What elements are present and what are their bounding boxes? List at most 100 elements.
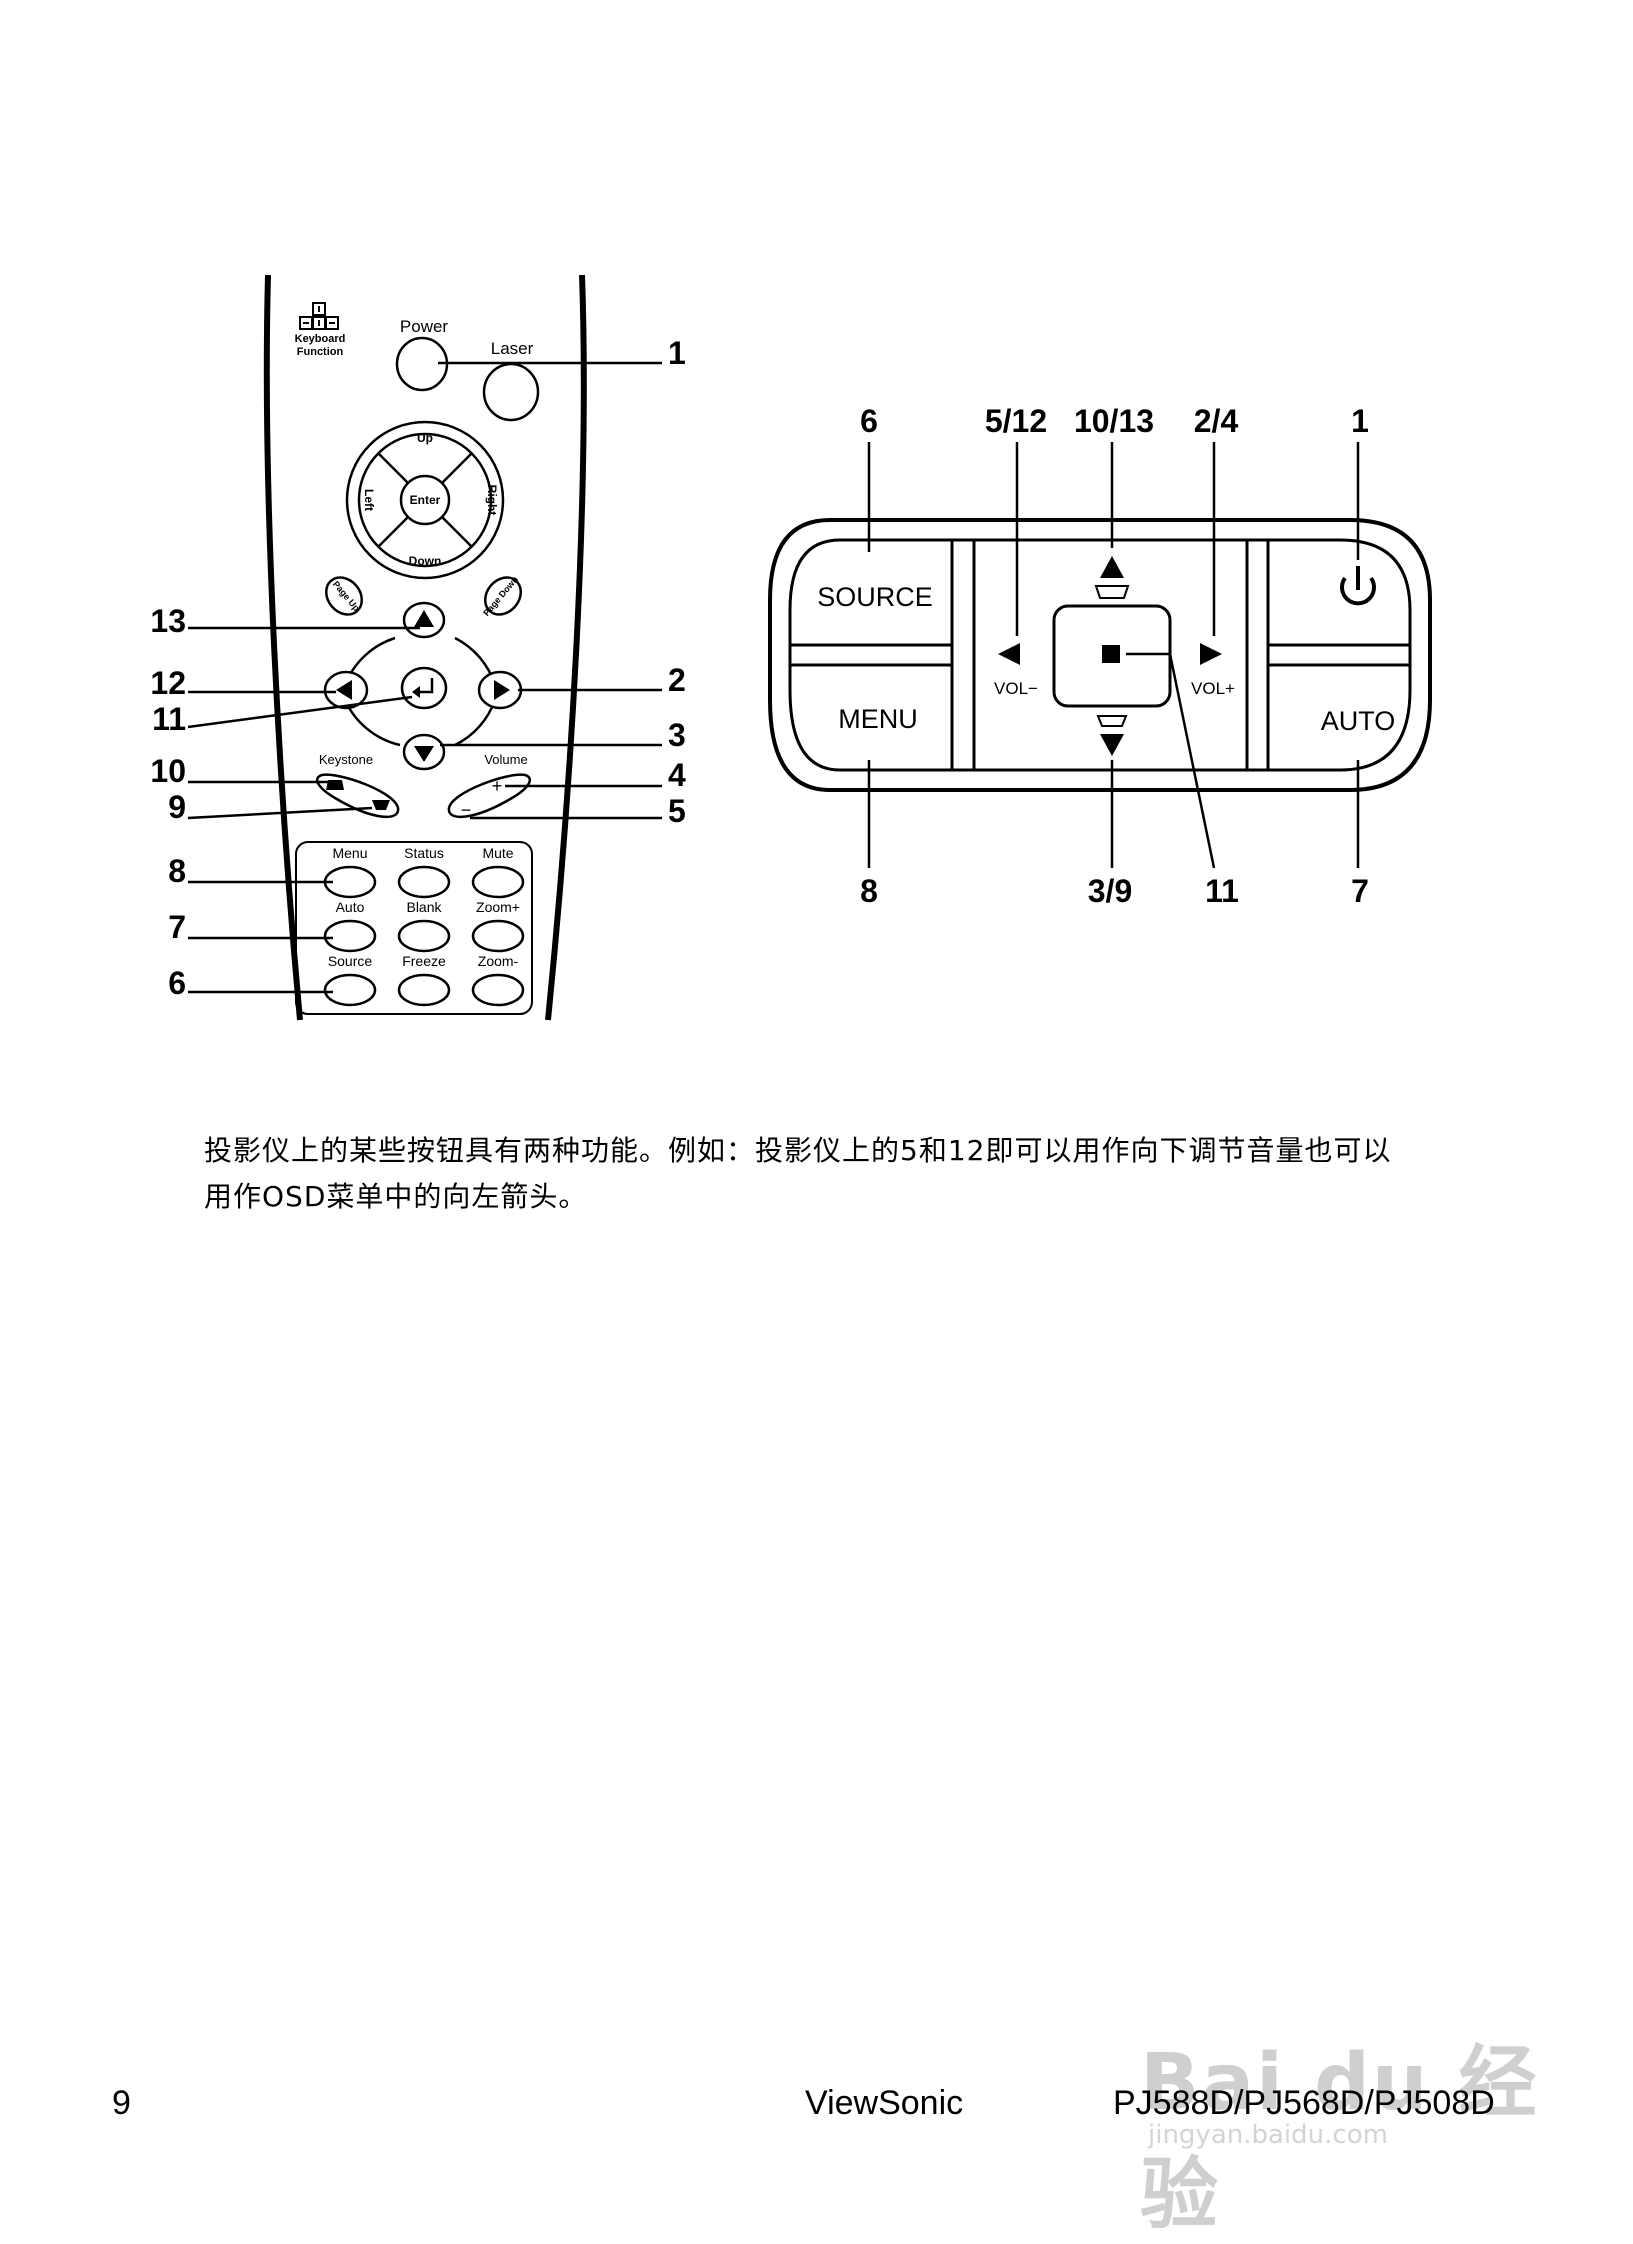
remote-grid-label: Zoom+: [476, 899, 520, 915]
panel-enter-button[interactable]: [1052, 604, 1172, 708]
baidu-watermark: Bai du 经验 jingyan.baidu.com: [1140, 1990, 1540, 2240]
dpad-up-label[interactable]: Up: [417, 431, 433, 445]
panel-right-arrow-icon: [1200, 643, 1222, 665]
panel-callout-2-4: 2/4: [1194, 403, 1239, 439]
volume-label: Volume: [484, 752, 527, 767]
panel-source-button[interactable]: SOURCE: [817, 582, 933, 612]
remote-grid-button-shape[interactable]: [323, 919, 377, 953]
remote-and-panel-figure: Keyboard Function Power Laser Up Down Le…: [150, 274, 1432, 1021]
remote-callout-lines: [187, 361, 662, 994]
footer-brand: ViewSonic: [805, 2084, 964, 2122]
remote-button-grid: [295, 841, 533, 1015]
dpad-left-label[interactable]: Left: [362, 489, 376, 511]
callout-1: 1: [668, 335, 686, 371]
power-label: Power: [400, 317, 449, 336]
panel-power-button[interactable]: [1340, 566, 1376, 606]
remote-up-arrow-button[interactable]: [402, 601, 446, 639]
remote-status-button[interactable]: Status: [397, 845, 451, 899]
description-line-2: 用作OSD菜单中的向左箭头。: [204, 1180, 588, 1213]
panel-vol-plus-label: VOL+: [1191, 679, 1235, 698]
panel-callout-8: 8: [860, 873, 878, 909]
remote-laser-button[interactable]: [482, 362, 540, 422]
remote-freeze-button[interactable]: Freeze: [397, 953, 451, 1007]
remote-down-arrow-button[interactable]: [402, 733, 446, 771]
keystone-down-icon: [372, 800, 390, 810]
remote-grid-button-shape[interactable]: [471, 973, 525, 1007]
remote-left-arrow-button[interactable]: [323, 670, 369, 710]
remote-grid-button-shape[interactable]: [397, 865, 451, 899]
volume-plus-icon: +: [492, 776, 503, 796]
panel-callout-11: 11: [1205, 873, 1239, 909]
remote-auto-button[interactable]: Auto: [323, 899, 377, 953]
panel-callout-5-12: 5/12: [985, 403, 1047, 439]
callout-12: 12: [150, 665, 186, 701]
panel-down-arrow-icon: [1100, 734, 1124, 756]
callout-13: 13: [150, 603, 186, 639]
page-number: 9: [112, 2084, 131, 2122]
dpad-right-label[interactable]: Right: [485, 485, 499, 516]
projector-control-panel: [768, 518, 1432, 792]
remote-grid-button-shape[interactable]: [471, 919, 525, 953]
remote-zoom-out-button[interactable]: Zoom-: [471, 953, 525, 1007]
stop-square-icon: [1102, 645, 1120, 663]
remote-grid-label: Menu: [332, 845, 367, 861]
keyboard-function-label-2: Function: [297, 346, 344, 358]
remote-grid-label: Status: [404, 845, 444, 861]
remote-grid-label: Blank: [406, 899, 442, 915]
remote-right-arrow-button[interactable]: [477, 670, 523, 710]
callout-8: 8: [168, 853, 186, 889]
keystone-rocker[interactable]: [315, 773, 400, 819]
laser-label: Laser: [491, 339, 534, 358]
remote-grid-button-shape[interactable]: [471, 865, 525, 899]
panel-callout-numbers: 6 5/12 10/13 2/4 1 8 3/9 11 7: [860, 403, 1369, 909]
remote-grid-label: Zoom-: [478, 953, 519, 969]
remote-mute-button[interactable]: Mute: [471, 845, 525, 899]
remote-grid-button-shape[interactable]: [397, 973, 451, 1007]
panel-down-button[interactable]: [1096, 715, 1128, 756]
callout-9: 9: [168, 789, 186, 825]
dpad-down-label[interactable]: Down: [409, 554, 442, 568]
remote-grid-label: Auto: [336, 899, 365, 915]
keyboard-function-icon: [299, 302, 339, 330]
remote-grid-label: Source: [328, 953, 373, 969]
panel-menu-button[interactable]: MENU: [838, 704, 918, 734]
dpad-enter-label[interactable]: Enter: [410, 493, 441, 507]
callout-11: 11: [152, 701, 186, 737]
remote-blank-button[interactable]: Blank: [397, 899, 451, 953]
callout-10: 10: [150, 753, 186, 789]
page-up-button[interactable]: Page Up: [319, 570, 369, 621]
callout-3: 3: [668, 717, 686, 753]
remote-source-button[interactable]: Source: [323, 953, 377, 1007]
panel-up-button[interactable]: [1094, 556, 1130, 599]
remote-control: [263, 274, 587, 1021]
panel-left-button[interactable]: VOL−: [994, 643, 1038, 698]
panel-callout-7: 7: [1351, 873, 1369, 909]
remote-menu-button[interactable]: Menu: [323, 845, 377, 899]
volume-rocker[interactable]: + −: [447, 773, 532, 820]
remote-grid-button-shape[interactable]: [323, 973, 377, 1007]
remote-grid-label: Freeze: [402, 953, 446, 969]
panel-callout-10-13: 10/13: [1074, 403, 1154, 439]
panel-left-arrow-icon: [998, 643, 1020, 665]
panel-callout-1: 1: [1351, 403, 1369, 439]
description-line-1: 投影仪上的某些按钮具有两种功能。例如：投影仪上的5和12即可以用作向下调节音量也…: [204, 1134, 1392, 1167]
panel-callout-3-9: 3/9: [1088, 873, 1132, 909]
svg-text:Page Down: Page Down: [481, 574, 520, 618]
remote-callout-numbers: 1 2 3 4 5 13 12 11 10 9 8 7 6: [150, 335, 686, 1001]
svg-text:Page Up: Page Up: [331, 579, 362, 613]
callout-4: 4: [668, 757, 686, 793]
panel-auto-button[interactable]: AUTO: [1321, 706, 1396, 736]
remote-zoom-in-button[interactable]: Zoom+: [471, 899, 525, 953]
panel-down-keystone-icon: [1096, 715, 1128, 727]
keystone-up-icon: [326, 780, 344, 790]
remote-grid-button-shape[interactable]: [397, 919, 451, 953]
footer-models: PJ588D/PJ568D/PJ508D: [1113, 2084, 1495, 2122]
callout-6-left: 6: [168, 965, 186, 1001]
remote-enter-button[interactable]: [400, 666, 448, 710]
panel-up-arrow-icon: [1100, 556, 1124, 578]
page-down-button[interactable]: Page Down: [478, 570, 528, 621]
panel-callout-lines: [867, 442, 1360, 869]
callout-5: 5: [668, 793, 686, 829]
panel-right-button[interactable]: VOL+: [1191, 643, 1235, 698]
